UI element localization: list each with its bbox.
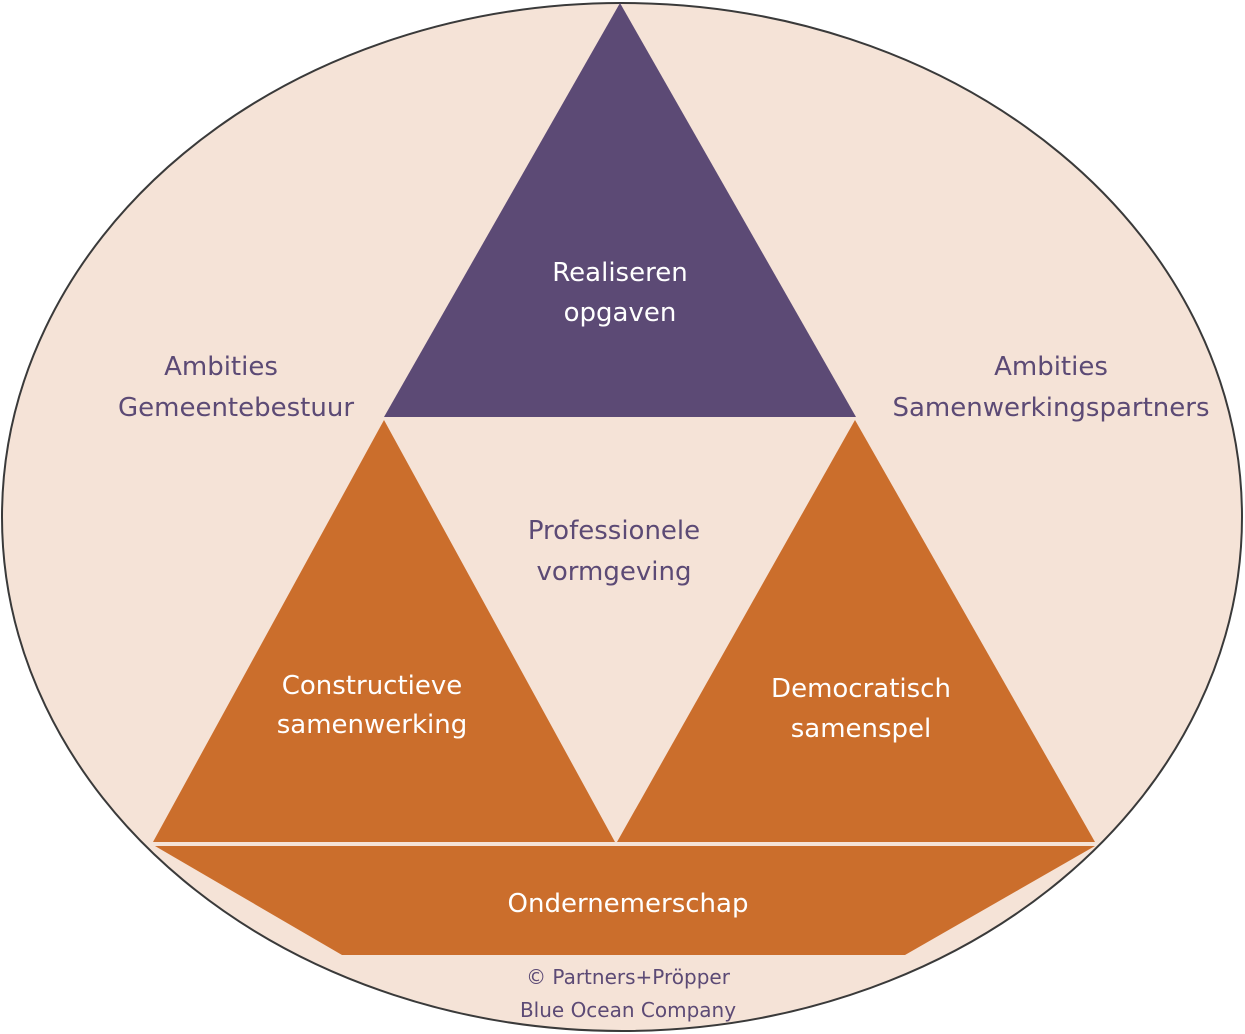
credit-line1: © Partners+Pröpper xyxy=(526,965,731,989)
left-triangle xyxy=(153,420,615,842)
right-triangle-label-line2: samenspel xyxy=(791,714,932,744)
right-triangle xyxy=(617,420,1095,842)
right-outer-label-line2: Samenwerkingspartners xyxy=(892,393,1209,423)
left-outer-label-line2: Gemeentebestuur xyxy=(118,393,354,423)
left-triangle-label-line2: samenwerking xyxy=(277,710,468,740)
top-triangle xyxy=(384,3,856,417)
credit-line2: Blue Ocean Company xyxy=(520,998,736,1022)
top-triangle-label-line2: opgaven xyxy=(564,298,677,328)
left-outer-label-line1: Ambities xyxy=(164,352,278,382)
left-triangle-label-line1: Constructieve xyxy=(282,671,463,701)
base-band xyxy=(155,846,1095,955)
top-triangle-label-line1: Realiseren xyxy=(552,258,687,288)
base-label: Ondernemerschap xyxy=(508,889,749,919)
right-outer-label-line1: Ambities xyxy=(994,352,1108,382)
center-label-line2: vormgeving xyxy=(537,557,692,587)
right-triangle-label-line1: Democratisch xyxy=(771,674,951,704)
center-label-line1: Professionele xyxy=(528,516,700,546)
